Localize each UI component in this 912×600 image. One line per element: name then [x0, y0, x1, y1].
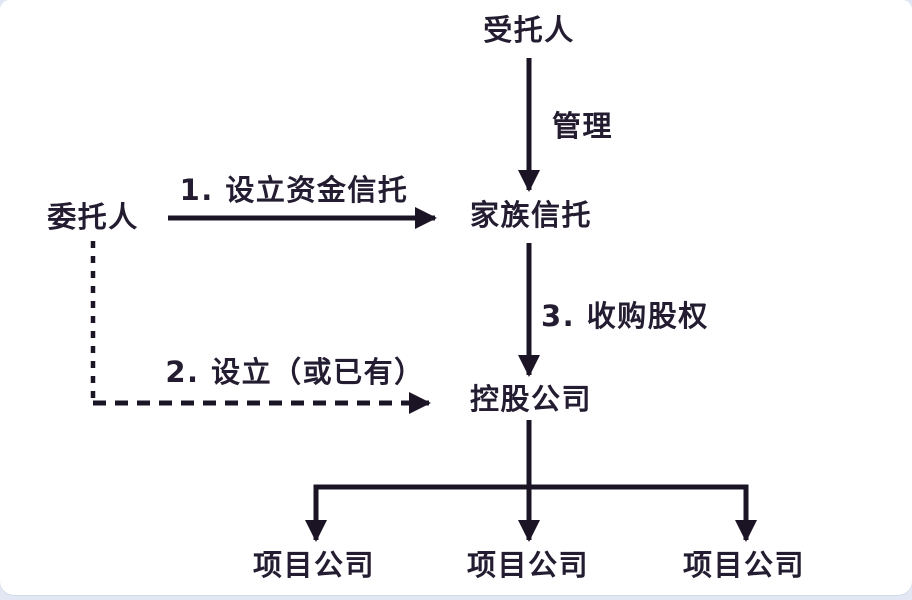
node-holding-company: 控股公司	[469, 382, 593, 416]
node-settlor: 委托人	[47, 200, 139, 234]
edge-label-step1: 1. 设立资金信托	[179, 173, 409, 207]
node-project-company-3: 项目公司	[682, 548, 806, 582]
node-project-company-2: 项目公司	[466, 548, 590, 582]
edge-label-manage: 管理	[552, 109, 614, 143]
edge-label-step2: 2. 设立（或已有）	[165, 355, 425, 389]
edge-label-step3: 3. 收购股权	[541, 299, 709, 333]
node-project-company-1: 项目公司	[252, 548, 376, 582]
node-trustee: 受托人	[483, 13, 575, 47]
node-family-trust: 家族信托	[469, 198, 593, 232]
